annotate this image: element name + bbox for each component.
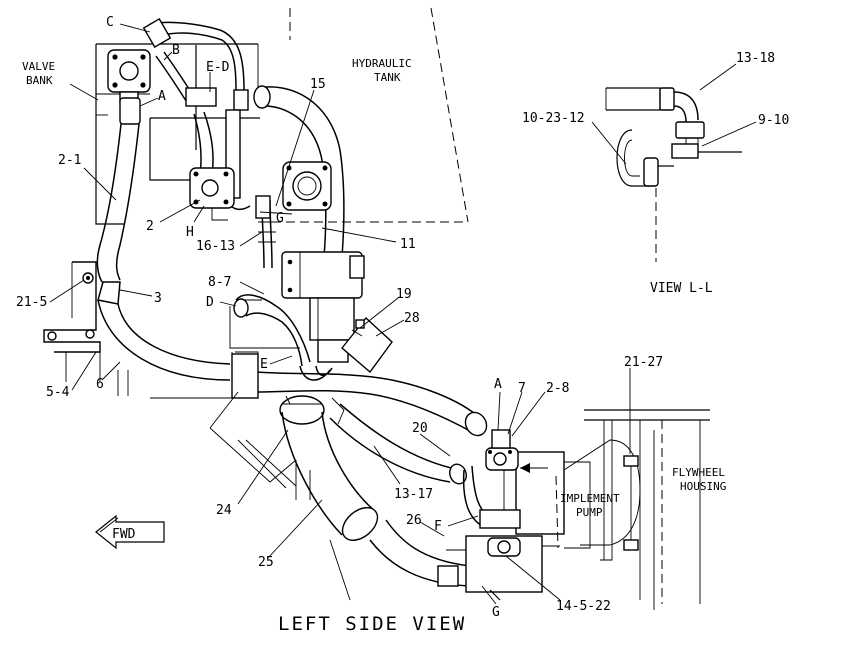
frame-lines [150, 299, 300, 399]
callout-6: 6 [96, 377, 104, 392]
flange-2 [189, 167, 235, 221]
hose-13-17 [329, 403, 467, 485]
callout-e: E [260, 357, 268, 372]
view-title: LEFT SIDE VIEW [278, 613, 466, 635]
callout-d: D [206, 295, 214, 310]
flywheel-housing [584, 409, 710, 610]
callout-20: 20 [412, 421, 428, 436]
callout-g-bottom: G [492, 605, 500, 620]
leader-lines [49, 23, 757, 605]
implement-pump-label-1: IMPLEMENT [560, 492, 620, 505]
suction-tube-24 [279, 395, 379, 541]
pump-mount [209, 391, 351, 601]
callout-5-4: 5-4 [46, 385, 70, 400]
callout-8-7: 8-7 [208, 275, 231, 290]
callout-c: C [106, 15, 114, 30]
callout-21-27: 21-27 [624, 355, 663, 370]
hydraulic-tank-label-2: TANK [374, 71, 401, 84]
callout-3: 3 [154, 291, 162, 306]
hydraulic-tank-label-1: HYDRAULIC [352, 57, 412, 70]
callout-19: 19 [396, 287, 412, 302]
callout-b: B [172, 43, 180, 58]
callout-h: H [186, 225, 194, 240]
fwd-label: FWD [112, 527, 136, 542]
callout-g-top: G [276, 211, 284, 226]
callout-14-5-22: 14-5-22 [556, 599, 611, 614]
callout-9-10: 9-10 [758, 113, 789, 128]
hydraulic-tank-outline [258, 7, 469, 223]
callout-e-d: E-D [206, 60, 230, 75]
inset-title: VIEW L-L [650, 281, 713, 296]
inset-view-l-l [605, 87, 742, 262]
callout-25: 25 [258, 555, 274, 570]
fwd-arrow-icon [95, 514, 165, 550]
bracket-28 [341, 316, 393, 374]
callout-10-23-12: 10-23-12 [522, 111, 585, 126]
hose-tank-loop [253, 85, 345, 281]
callout-labels: C B A E-D 15 2-1 2 H G 16-13 11 21-5 3 8… [16, 15, 789, 620]
tank-outlet-flange [282, 161, 332, 211]
callout-13-18: 13-18 [736, 51, 775, 66]
valve-flange-top [107, 49, 151, 103]
callout-f: F [434, 519, 442, 534]
callout-26: 26 [406, 513, 422, 528]
hose-3 [97, 299, 488, 437]
hose-c-b [142, 18, 249, 111]
implement-pump [437, 429, 565, 601]
flywheel-housing-label-1: FLYWHEEL [672, 466, 725, 479]
valve-bank-label-1: VALVE [22, 60, 55, 73]
callout-15: 15 [310, 77, 326, 92]
callout-28: 28 [404, 311, 420, 326]
implement-pump-label-2: PUMP [576, 506, 603, 519]
callout-7: 7 [518, 381, 526, 396]
callout-21-5: 21-5 [16, 295, 47, 310]
hose-8-7 [233, 294, 333, 381]
valve-block-11 [281, 251, 365, 363]
callout-16-13: 16-13 [196, 239, 235, 254]
callout-11: 11 [400, 237, 416, 252]
flywheel-housing-label-2: HOUSING [680, 480, 726, 493]
callout-24: 24 [216, 503, 232, 518]
clamp-bracket-left [43, 261, 129, 396]
hose-2-1 [96, 97, 141, 305]
callout-13-17: 13-17 [394, 487, 433, 502]
callout-a-right: A [494, 377, 502, 392]
callout-a-top: A [158, 89, 166, 104]
callout-2-1: 2-1 [58, 153, 81, 168]
callout-2-8: 2-8 [546, 381, 569, 396]
valve-bank-label-2: BANK [26, 74, 53, 87]
hose-16-13 [255, 195, 276, 269]
callout-2: 2 [146, 219, 154, 234]
area-labels: VALVE BANK HYDRAULIC TANK FLYWHEEL HOUSI… [22, 57, 726, 519]
